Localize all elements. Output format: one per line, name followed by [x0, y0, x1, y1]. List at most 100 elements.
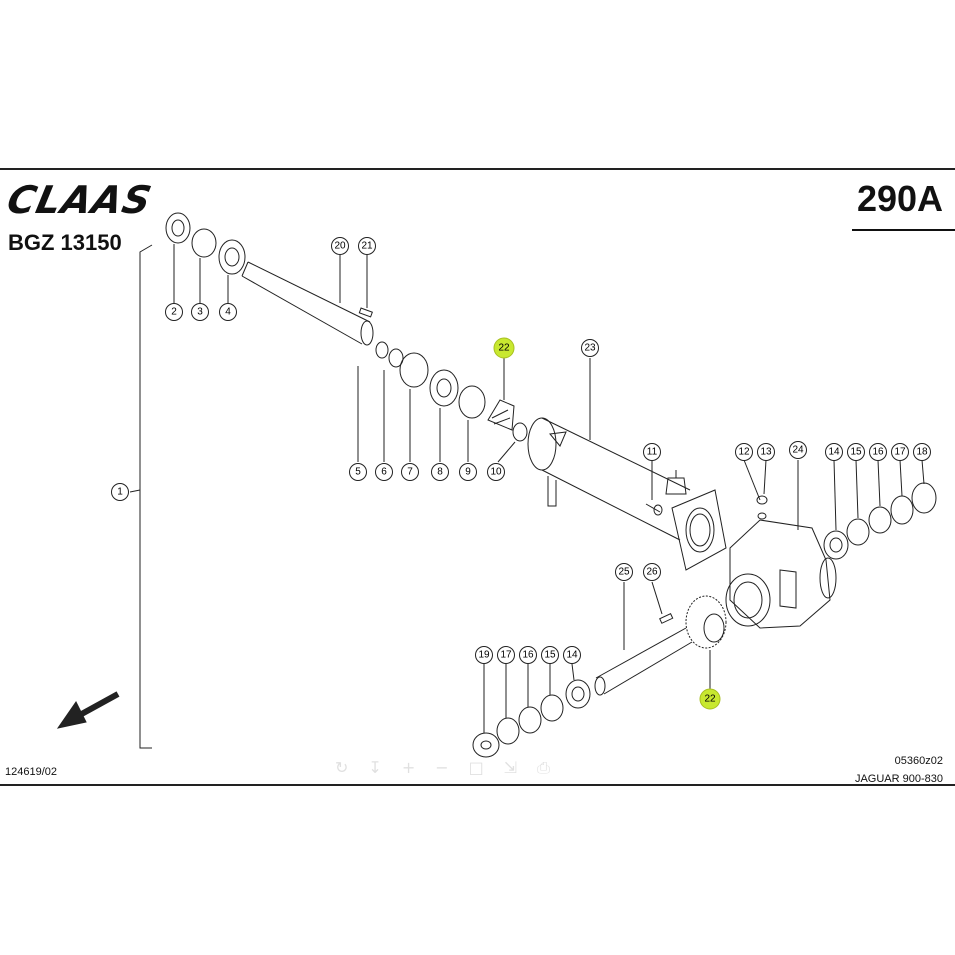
callout-5: 5 — [349, 463, 367, 481]
gearbox-housing-part — [725, 519, 837, 629]
svg-text:18: 18 — [916, 447, 928, 458]
washer-part — [756, 495, 768, 505]
bearing-part — [565, 679, 591, 709]
svg-text:13: 13 — [760, 447, 772, 458]
o-ring-part — [191, 228, 217, 258]
callout-18: 18 — [913, 443, 931, 461]
key-part — [659, 612, 674, 624]
drawing-reference-right: 05360z02 — [894, 755, 943, 767]
page-number: 290A — [856, 178, 943, 219]
callout-1: 1 — [111, 483, 129, 501]
spacer-ring-part — [388, 348, 404, 368]
o-ring-part — [518, 706, 542, 734]
svg-text:26: 26 — [646, 567, 658, 578]
machine-model: JAGUAR 900-830 — [854, 773, 943, 785]
svg-text:15: 15 — [544, 650, 556, 661]
svg-text:1: 1 — [117, 487, 123, 498]
flange-plate-part — [671, 489, 727, 571]
svg-text:9: 9 — [465, 467, 471, 478]
svg-text:14: 14 — [828, 447, 840, 458]
o-ring-part — [890, 495, 914, 525]
svg-text:10: 10 — [490, 467, 502, 478]
callout-19: 19 — [475, 646, 493, 664]
callout-2: 2 — [165, 303, 183, 321]
drive-shaft-part — [241, 261, 374, 346]
callout-4: 4 — [219, 303, 237, 321]
svg-text:14: 14 — [566, 650, 578, 661]
svg-text:23: 23 — [584, 343, 596, 354]
grease-nipple-part — [665, 470, 687, 495]
viewer-toolbar: ↻ ↧ + − □ ⇲ ⎙ — [335, 758, 550, 778]
zoom-out-icon[interactable]: − — [435, 758, 449, 777]
callout-21: 21 — [358, 237, 376, 255]
snap-ring-part — [512, 422, 528, 442]
callout-22-highlighted: 22 — [699, 688, 721, 710]
bearing-part — [218, 239, 246, 275]
svg-text:11: 11 — [647, 447, 658, 458]
rotate-icon[interactable]: ↻ — [335, 758, 349, 777]
bevel-pinion-part — [487, 399, 515, 431]
download-icon[interactable]: ↧ — [368, 758, 382, 777]
washer-part — [757, 512, 767, 520]
svg-text:25: 25 — [618, 567, 630, 578]
fullscreen-icon[interactable]: □ — [468, 758, 484, 777]
seal-ring-part — [911, 482, 937, 514]
svg-text:5: 5 — [355, 467, 361, 478]
output-shaft-part — [594, 627, 693, 696]
page-number-underline — [852, 229, 955, 231]
spur-gear-part — [685, 595, 727, 649]
callout-6: 6 — [375, 463, 393, 481]
svg-text:17: 17 — [894, 447, 906, 458]
o-ring-part — [399, 352, 429, 388]
callout-22-highlighted: 22 — [493, 337, 515, 359]
drawing-reference-left: 124619/02 — [5, 766, 57, 778]
callout-24: 24 — [789, 441, 807, 459]
seal-ring-part — [165, 212, 191, 244]
svg-text:20: 20 — [334, 241, 346, 252]
svg-text:16: 16 — [872, 447, 884, 458]
callout-9: 9 — [459, 463, 477, 481]
svg-text:15: 15 — [850, 447, 862, 458]
callout-14: 14 — [563, 646, 581, 664]
seal-ring-part — [472, 732, 500, 758]
svg-text:2: 2 — [171, 307, 177, 318]
drawing-frame — [0, 168, 955, 786]
svg-text:6: 6 — [381, 467, 387, 478]
housing-tube-part — [527, 417, 691, 541]
callout-14: 14 — [825, 443, 843, 461]
svg-text:12: 12 — [738, 447, 750, 458]
callout-15: 15 — [541, 646, 559, 664]
callout-26: 26 — [643, 563, 661, 581]
callout-16: 16 — [869, 443, 887, 461]
spacer-ring-part — [846, 518, 870, 546]
callout-12: 12 — [735, 443, 753, 461]
svg-text:24: 24 — [792, 445, 804, 456]
print-icon[interactable]: ⎙ — [537, 758, 550, 777]
key-part — [358, 307, 373, 318]
zoom-in-icon[interactable]: + — [401, 758, 416, 777]
callout-23: 23 — [581, 339, 599, 357]
document-code: BGZ 13150 — [8, 230, 122, 255]
bearing-part — [823, 530, 849, 560]
svg-text:7: 7 — [407, 467, 413, 478]
svg-text:19: 19 — [478, 650, 490, 661]
callout-20: 20 — [331, 237, 349, 255]
callout-7: 7 — [401, 463, 419, 481]
assembly-bracket — [139, 244, 153, 749]
bolt-part — [645, 503, 663, 516]
callout-25: 25 — [615, 563, 633, 581]
direction-arrowhead — [56, 701, 87, 729]
svg-text:17: 17 — [500, 650, 512, 661]
fit-icon[interactable]: ⇲ — [503, 758, 518, 777]
o-ring-part — [458, 385, 486, 419]
snap-ring-part — [375, 341, 389, 359]
svg-text:8: 8 — [437, 467, 443, 478]
callout-16: 16 — [519, 646, 537, 664]
callout-bubbles: 1 2 3 4 20 21 22 23 5 6 7 8 9 10 11 12 1… — [111, 237, 931, 710]
svg-text:22: 22 — [498, 343, 510, 354]
callout-8: 8 — [431, 463, 449, 481]
callout-17: 17 — [891, 443, 909, 461]
spacer-ring-part — [540, 694, 564, 722]
bearing-part — [429, 369, 459, 407]
